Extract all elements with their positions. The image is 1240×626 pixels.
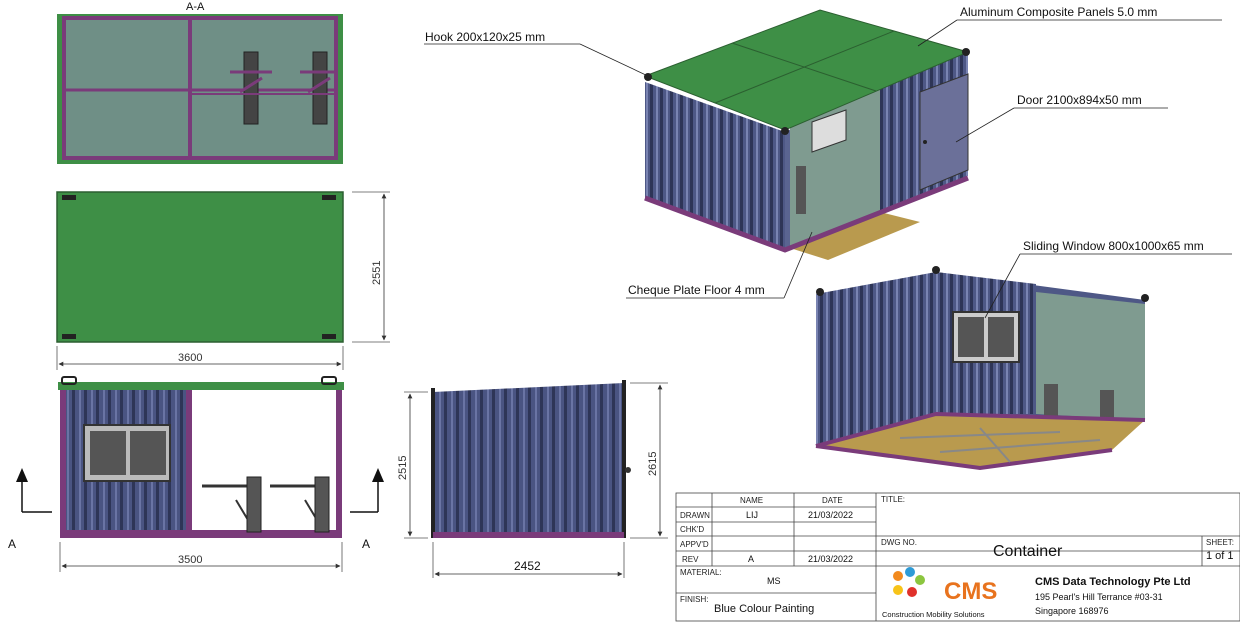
company-name: CMS Data Technology Pte Ltd — [1035, 576, 1191, 588]
tb-finish: Blue Colour Painting — [714, 603, 814, 615]
section-view: A-A — [57, 1, 343, 164]
callout-door: Door 2100x894x50 mm — [955, 93, 1168, 143]
dim-side-height-left: 2515 — [397, 456, 409, 480]
callout-floor: Cheque Plate Floor 4 mm — [626, 231, 813, 299]
tb-row-date: 21/03/2022 — [808, 554, 853, 564]
callout-panels: Aluminum Composite Panels 5.0 mm — [917, 5, 1222, 47]
iso2-left-wall — [816, 272, 936, 446]
section-marker-right: A — [350, 468, 384, 551]
iso-floor — [790, 212, 920, 260]
callout-hook-text: Hook 200x120x25 mm — [425, 30, 545, 44]
callout-hook: Hook 200x120x25 mm — [424, 30, 649, 77]
iso-view-open — [815, 266, 1149, 471]
iso2-floor — [816, 414, 1145, 468]
callout-floor-text: Cheque Plate Floor 4 mm — [628, 283, 765, 297]
tb-finish-label: FINISH: — [680, 595, 708, 604]
tb-row-date: 21/03/2022 — [808, 510, 853, 520]
callout-panels-text: Aluminum Composite Panels 5.0 mm — [960, 5, 1157, 19]
logo-subtitle: Construction Mobility Solutions — [882, 610, 985, 619]
tb-sheet: 1 of 1 — [1206, 550, 1234, 562]
callout-door-text: Door 2100x894x50 mm — [1017, 93, 1142, 107]
front-turnstile-2 — [270, 476, 330, 533]
front-turnstile-1 — [202, 476, 262, 533]
section-label: A-A — [186, 1, 205, 13]
dim-front-width: 3500 — [178, 554, 202, 566]
side-elevation: 2515 2615 2452 — [397, 380, 668, 578]
front-window — [83, 424, 171, 482]
iso2-window — [952, 311, 1020, 363]
tb-col-date: DATE — [822, 496, 843, 505]
section-mark-left: A — [8, 537, 16, 551]
logo-text: CMS — [944, 578, 997, 605]
callout-window: Sliding Window 800x1000x65 mm — [984, 239, 1232, 319]
roof-plan-view: 2551 3600 — [56, 191, 390, 370]
tb-row-label: DRAWN — [680, 511, 710, 520]
tb-dwg-label: DWG NO. — [881, 538, 917, 547]
tb-col-name: NAME — [740, 496, 763, 505]
turnstile-top-2 — [300, 51, 336, 125]
dim-top-width: 3600 — [178, 352, 202, 364]
section-marker-left: A — [8, 468, 52, 551]
tb-material: MS — [767, 576, 781, 586]
roof-panel — [56, 191, 344, 343]
tb-row-name: A — [748, 554, 754, 564]
turnstile-top-1 — [230, 51, 272, 125]
tb-row-label: APPV'D — [680, 540, 709, 549]
front-elevation: 3500 — [58, 376, 344, 572]
dim-top-depth: 2551 — [371, 261, 383, 285]
tb-row-label: REV — [682, 555, 699, 564]
dim-side-height-right: 2615 — [647, 452, 659, 476]
tb-row-name: LIJ — [746, 510, 758, 520]
iso-door — [919, 73, 969, 191]
company-address-2: Singapore 168976 — [1035, 606, 1109, 616]
tb-sheet-label: SHEET: — [1206, 538, 1234, 547]
company-address-1: 195 Pearl's Hill Terrance #03-31 — [1035, 592, 1163, 602]
side-wall-panel — [433, 383, 624, 534]
title-block — [675, 492, 1240, 622]
tb-title-label: TITLE: — [881, 495, 905, 504]
cms-logo: CMS Construction Mobility Solutions — [882, 567, 997, 619]
dim-side-width: 2452 — [514, 559, 541, 573]
callout-window-text: Sliding Window 800x1000x65 mm — [1023, 239, 1204, 253]
tb-row-label: CHK'D — [680, 525, 704, 534]
iso-view-roof — [643, 9, 970, 260]
section-floor — [62, 16, 338, 160]
iso-front-wall — [645, 82, 785, 248]
tb-dwg-no: Container — [993, 543, 1063, 560]
tb-material-label: MATERIAL: — [680, 568, 722, 577]
title-block-text: NAME DATE DRAWN LIJ 21/03/2022 CHK'D APP… — [680, 495, 1234, 619]
section-mark-right: A — [362, 537, 370, 551]
